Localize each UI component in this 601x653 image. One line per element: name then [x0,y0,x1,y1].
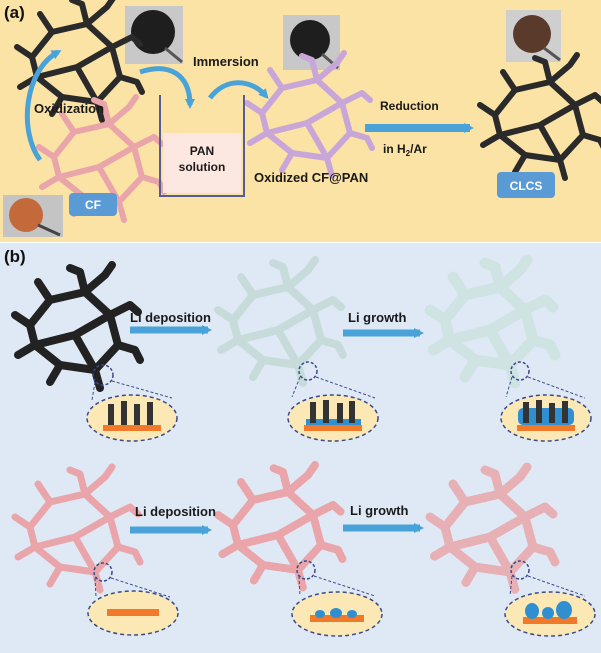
bottom-li-growth-label: Li growth [350,503,409,518]
bottom-zoom-cf [87,562,179,636]
panel-b-label: (b) [4,247,26,266]
cf-badge-label: CF [85,198,101,212]
top-li-deposition-label: Li deposition [130,310,211,325]
photo-oxidized-sponge [283,15,340,70]
bottom-zoom-deposition [291,560,383,637]
reduction-condition-label: in H2/Ar [383,142,427,158]
reduction-label: Reduction [380,99,439,113]
bottom-zoom-growth [504,560,596,637]
solution-label: solution [179,160,226,174]
cf-badge [69,193,117,216]
immersion-up-arrow [208,80,269,100]
clcs-badge-label: CLCS [510,179,543,193]
immersion-down-arrow [139,66,195,109]
oxidized-cf-pan-label: Oxidized CF@PAN [254,170,368,185]
clcs-badge [497,172,555,198]
photo-cf-sponge [3,195,63,237]
oxidization-arrow [24,49,62,162]
oxidization-label: Oxidization [34,101,104,116]
photo-clcs-sponge [506,10,561,62]
top-zoom-growth [500,361,592,442]
top-li-growth-label: Li growth [348,310,407,325]
immersion-label: Immersion [193,54,259,69]
bottom-li-deposition-label: Li deposition [135,504,216,519]
photo-black-sponge [125,6,183,64]
top-zoom-deposition [287,361,379,442]
pan-label: PAN [190,144,214,158]
panel-a-label: (a) [4,3,25,22]
top-zoom-clcs [86,364,178,442]
pan-beaker [159,95,245,197]
